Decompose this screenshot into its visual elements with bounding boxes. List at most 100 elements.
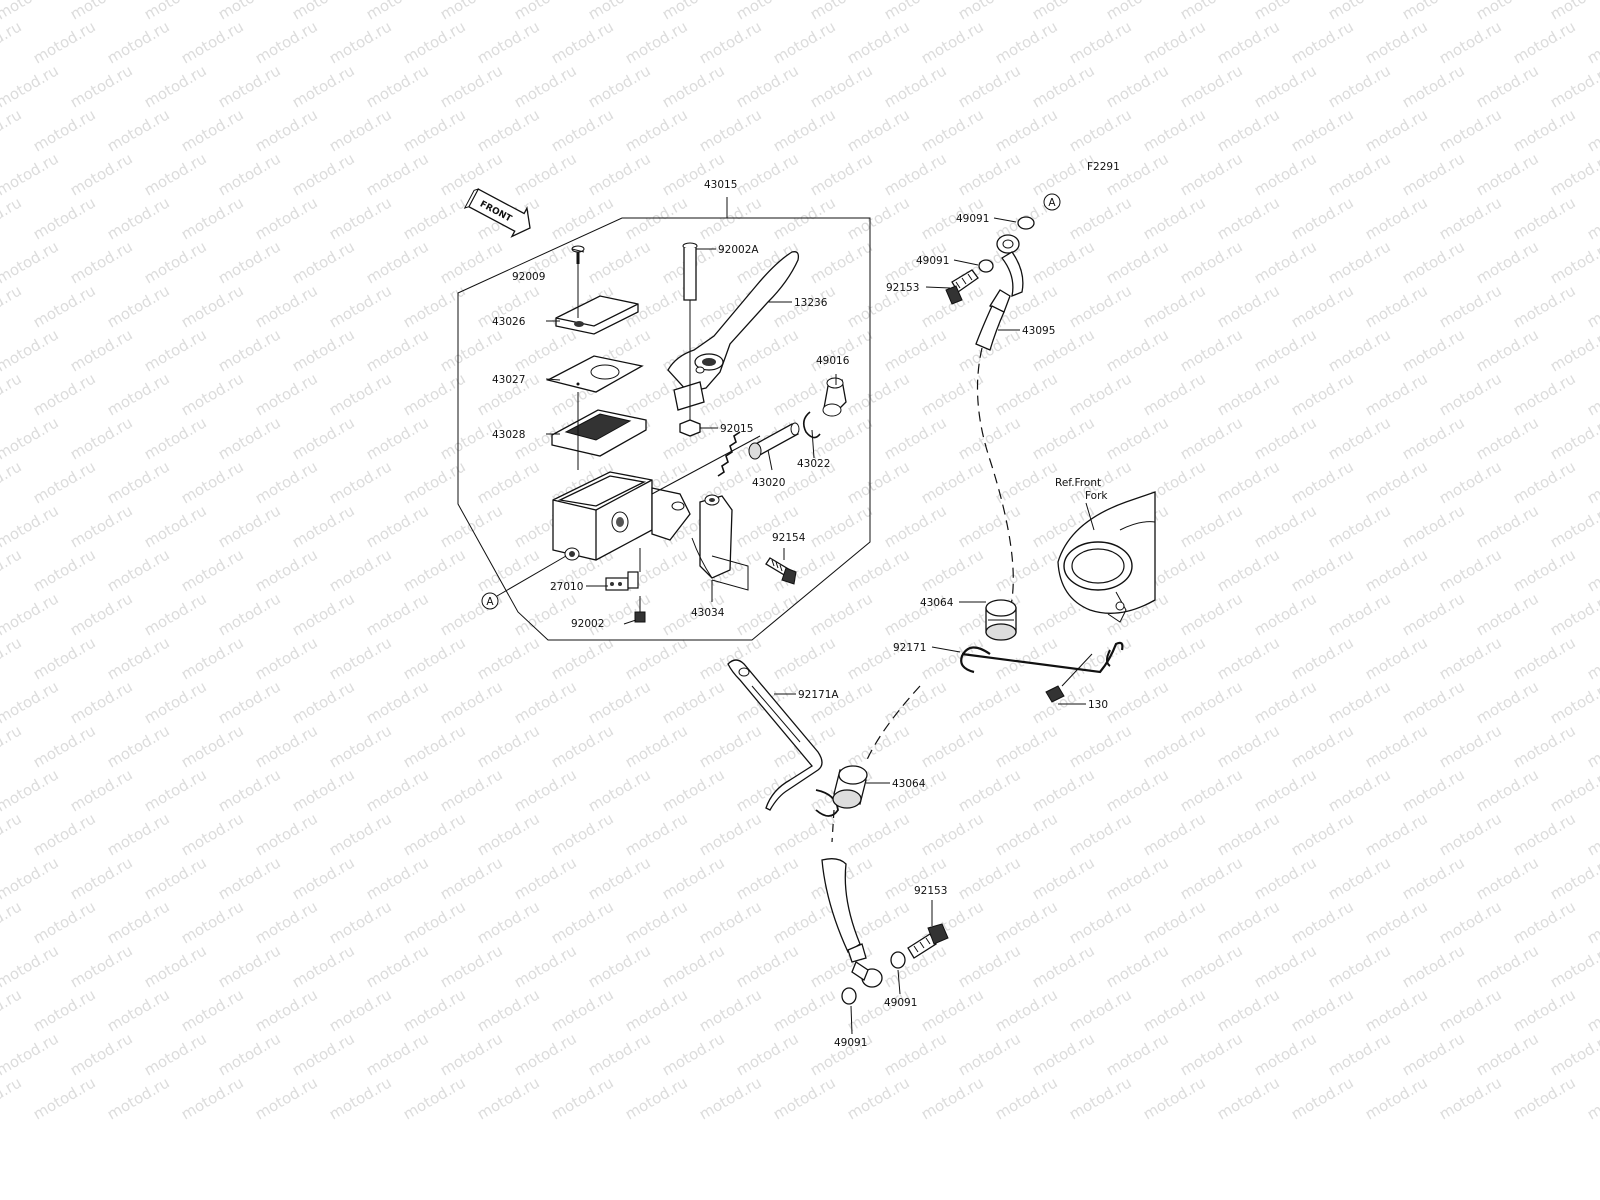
callout-92002A: 92002A xyxy=(718,244,759,256)
watermark-text: motod.ru xyxy=(1103,1029,1172,1079)
watermark-text: motod.ru xyxy=(1177,677,1246,727)
watermark-text: motod.ru xyxy=(30,633,99,683)
watermark-text: motod.ru xyxy=(992,809,1061,859)
watermark-text: motod.ru xyxy=(30,897,99,947)
watermark-text: motod.ru xyxy=(1362,897,1431,947)
watermark-text: motod.ru xyxy=(992,721,1061,771)
watermark-text: motod.ru xyxy=(0,413,62,463)
watermark-text: motod.ru xyxy=(1140,193,1209,243)
callout-49091-c: 49091 xyxy=(884,997,917,1009)
watermark-text: motod.ru xyxy=(511,853,580,903)
watermark-text: motod.ru xyxy=(1214,1073,1283,1123)
watermark-text: motod.ru xyxy=(1288,545,1357,595)
watermark-text: motod.ru xyxy=(400,193,469,243)
watermark-text: motod.ru xyxy=(326,369,395,419)
watermark-text: motod.ru xyxy=(622,809,691,859)
watermark-text: motod.ru xyxy=(955,677,1024,727)
watermark-text: motod.ru xyxy=(1251,61,1320,111)
switch-screw xyxy=(634,596,646,623)
watermark-text: motod.ru xyxy=(1547,325,1600,375)
watermark-text: motod.ru xyxy=(0,853,62,903)
watermark-text: motod.ru xyxy=(1140,721,1209,771)
watermark-text: motod.ru xyxy=(0,501,62,551)
lever-pivot-nut xyxy=(679,419,701,437)
watermark-text: motod.ru xyxy=(104,633,173,683)
watermark-text: motod.ru xyxy=(511,61,580,111)
watermark-text: motod.ru xyxy=(67,1029,136,1079)
watermark-text: motod.ru xyxy=(30,193,99,243)
watermark-text: motod.ru xyxy=(992,985,1061,1035)
watermark-text: motod.ru xyxy=(141,501,210,551)
watermark-text: motod.ru xyxy=(881,677,950,727)
watermark-text: motod.ru xyxy=(363,853,432,903)
watermark-text: motod.ru xyxy=(1473,677,1542,727)
watermark-text: motod.ru xyxy=(474,897,543,947)
watermark-text: motod.ru xyxy=(326,633,395,683)
watermark-text: motod.ru xyxy=(104,17,173,67)
watermark-text: motod.ru xyxy=(1177,325,1246,375)
watermark-text: motod.ru xyxy=(0,105,25,155)
watermark-text: motod.ru xyxy=(881,325,950,375)
watermark-text: motod.ru xyxy=(1510,369,1579,419)
watermark-text: motod.ru xyxy=(1510,281,1579,331)
watermark-text: motod.ru xyxy=(1510,633,1579,683)
watermark-text: motod.ru xyxy=(1140,17,1209,67)
watermark-text: motod.ru xyxy=(289,61,358,111)
watermark-text: motod.ru xyxy=(0,1029,62,1079)
callout-49091-a: 49091 xyxy=(956,213,989,225)
watermark-text: motod.ru xyxy=(1325,0,1394,23)
watermark-text: motod.ru xyxy=(696,721,765,771)
watermark-text: motod.ru xyxy=(511,941,580,991)
watermark-text: motod.ru xyxy=(363,413,432,463)
watermark-text: motod.ru xyxy=(252,369,321,419)
watermark-text: motod.ru xyxy=(1066,985,1135,1035)
watermark-text: motod.ru xyxy=(1140,105,1209,155)
watermark-text: motod.ru xyxy=(955,149,1024,199)
watermark-text: motod.ru xyxy=(474,985,543,1035)
watermark-text: motod.ru xyxy=(807,413,876,463)
watermark-text: motod.ru xyxy=(289,0,358,23)
watermark-text: motod.ru xyxy=(1251,853,1320,903)
assembly-outline xyxy=(457,217,871,641)
watermark-text: motod.ru xyxy=(178,193,247,243)
watermark-text: motod.ru xyxy=(0,721,25,771)
callout-130: 130 xyxy=(1088,699,1108,711)
watermark-text: motod.ru xyxy=(141,237,210,287)
watermark-text: motod.ru xyxy=(363,237,432,287)
watermark-text: motod.ru xyxy=(548,105,617,155)
watermark-text: motod.ru xyxy=(1547,149,1600,199)
watermark-text: motod.ru xyxy=(141,149,210,199)
watermark-text: motod.ru xyxy=(548,1073,617,1123)
watermark-text: motod.ru xyxy=(1251,765,1320,815)
watermark-text: motod.ru xyxy=(992,897,1061,947)
watermark-text: motod.ru xyxy=(1066,1073,1135,1123)
watermark-text: motod.ru xyxy=(30,369,99,419)
watermark-text: motod.ru xyxy=(1251,413,1320,463)
watermark-text: motod.ru xyxy=(1436,897,1505,947)
watermark-text: motod.ru xyxy=(400,633,469,683)
watermark-text: motod.ru xyxy=(1510,17,1579,67)
watermark-text: motod.ru xyxy=(178,369,247,419)
watermark-text: motod.ru xyxy=(733,1029,802,1079)
watermark-text: motod.ru xyxy=(511,765,580,815)
watermark-text: motod.ru xyxy=(1251,149,1320,199)
watermark-text: motod.ru xyxy=(252,721,321,771)
watermark-text: motod.ru xyxy=(1473,237,1542,287)
watermark-text: motod.ru xyxy=(289,237,358,287)
watermark-text: motod.ru xyxy=(1066,809,1135,859)
watermark-text: motod.ru xyxy=(548,633,617,683)
watermark-text: motod.ru xyxy=(30,809,99,859)
watermark-text: motod.ru xyxy=(141,589,210,639)
watermark-text: motod.ru xyxy=(474,721,543,771)
watermark-text: motod.ru xyxy=(1325,237,1394,287)
watermark-text: motod.ru xyxy=(289,677,358,727)
watermark-text: motod.ru xyxy=(326,897,395,947)
watermark-text: motod.ru xyxy=(1473,325,1542,375)
watermark-text: motod.ru xyxy=(252,457,321,507)
watermark-text: motod.ru xyxy=(104,897,173,947)
watermark-text: motod.ru xyxy=(1436,17,1505,67)
watermark-text: motod.ru xyxy=(844,1073,913,1123)
hose-route-dashed-lower xyxy=(831,809,835,843)
watermark-text: motod.ru xyxy=(1214,369,1283,419)
watermark-text: motod.ru xyxy=(1066,193,1135,243)
